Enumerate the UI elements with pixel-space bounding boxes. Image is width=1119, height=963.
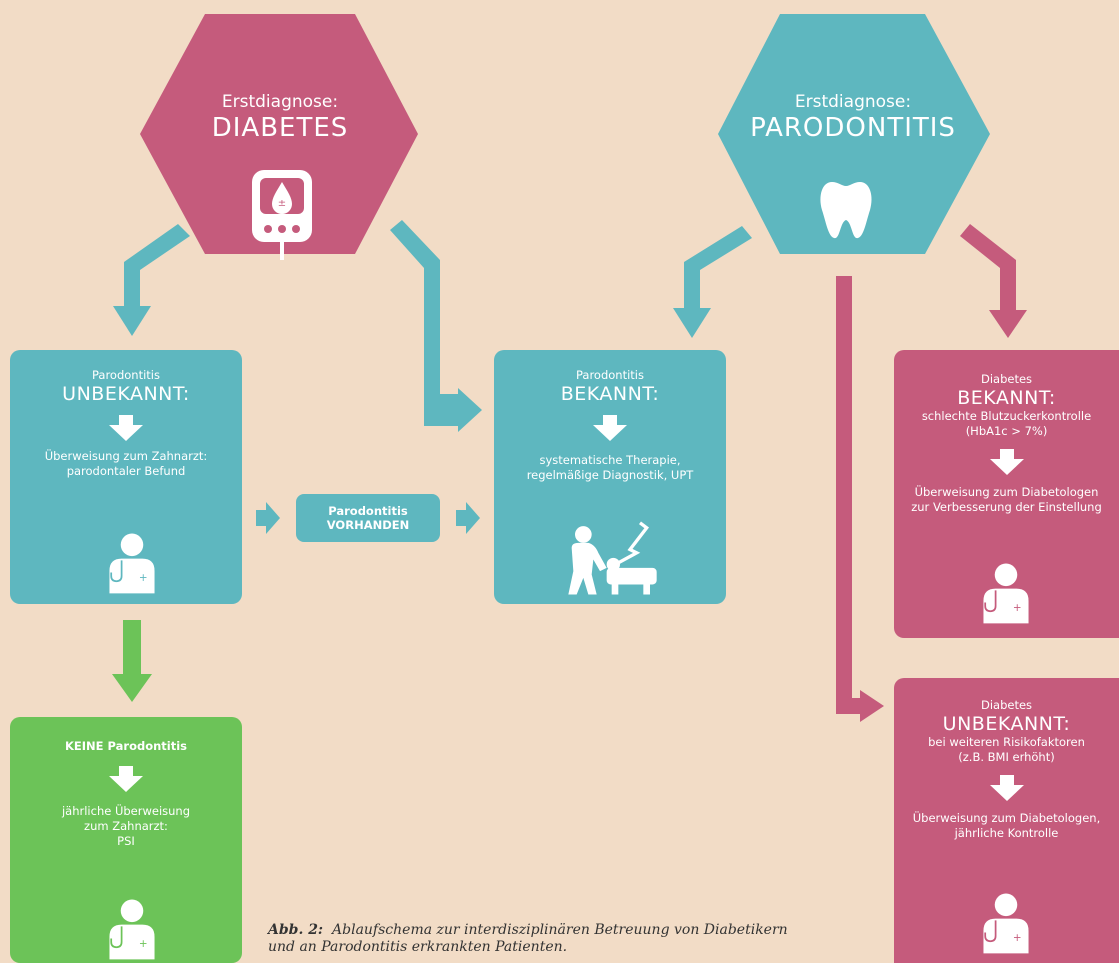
hexagon-diabetes-subtitle: Erstdiagnose:	[221, 92, 339, 112]
box-text-line: (HbA1c > 7%)	[965, 424, 1048, 438]
arrow-vorhanden-to-bekannt	[456, 502, 480, 534]
box-heading-small: Parodontitis	[91, 368, 160, 382]
arrow-unbekannt-to-keine	[112, 620, 152, 702]
arrow-parodontitis-to-bekannt	[673, 226, 752, 338]
box-heading-large: UNBEKANNT:	[942, 713, 1071, 735]
down-arrow-icon	[989, 775, 1024, 801]
hexagon-diabetes-title: DIABETES	[211, 113, 349, 143]
dentist-treatment-icon	[568, 521, 657, 595]
box-text-line: PSI	[117, 834, 135, 848]
pill-parodontitis-vorhanden: Parodontitis VORHANDEN	[296, 494, 440, 542]
caption-text1: Ablaufschema zur interdisziplinären Betr…	[332, 922, 788, 938]
glucose-meter-icon: ±	[252, 170, 312, 260]
box-keine-parodontitis: KEINE Parodontitis jährliche Überweisung…	[10, 717, 242, 963]
svg-text:+: +	[139, 572, 148, 584]
box-heading-large: BEKANNT:	[560, 383, 660, 405]
box-text-line: systematische Therapie,	[539, 453, 681, 467]
pill-line1: Parodontitis	[328, 504, 408, 518]
box-heading-small: Parodontitis	[575, 368, 644, 382]
hexagon-diabetes	[140, 14, 418, 254]
doctor-icon: +	[109, 899, 155, 960]
caption-label: Abb. 2:	[268, 922, 324, 938]
box-text-line: Überweisung zum Diabetologen	[914, 485, 1099, 499]
hexagon-parodontitis-subtitle: Erstdiagnose:	[794, 92, 912, 112]
hexagon-diabetes-text: Erstdiagnose: DIABETES	[180, 92, 380, 144]
doctor-icon: +	[109, 533, 155, 594]
box-diabetes-unbekannt: Diabetes UNBEKANNT: bei weiteren Risikof…	[894, 678, 1119, 963]
box-heading-small: Diabetes	[980, 698, 1033, 712]
box-text-line: jährliche Kontrolle	[954, 826, 1059, 840]
box-heading-bold: KEINE Parodontitis	[64, 739, 188, 753]
down-arrow-icon	[989, 449, 1024, 475]
hexagon-parodontitis-text: Erstdiagnose: PARODONTITIS	[738, 92, 968, 144]
box-text-line: bei weiteren Risikofaktoren	[928, 735, 1085, 749]
tooth-icon	[820, 182, 872, 239]
box-text-line: schlechte Blutzuckerkontrolle	[921, 409, 1092, 423]
box-text-line: Überweisung zum Zahnarzt:	[44, 449, 208, 463]
box-text-line: parodontaler Befund	[66, 464, 186, 478]
box-heading-large: BEKANNT:	[957, 387, 1056, 409]
doctor-icon: +	[983, 563, 1029, 624]
box-text-line: jährliche Überweisung	[61, 804, 191, 818]
figure-caption: Abb. 2: Ablaufschema zur interdisziplinä…	[268, 922, 908, 956]
box-heading-large: UNBEKANNT:	[62, 383, 190, 405]
box-text-line: zur Verbesserung der Einstellung	[911, 500, 1102, 514]
box-heading-small: Diabetes	[980, 372, 1033, 386]
box-text-line: zum Zahnarzt:	[84, 819, 168, 833]
down-arrow-icon	[593, 415, 627, 441]
down-arrow-icon	[109, 415, 143, 441]
caption-line1: Abb. 2: Ablaufschema zur interdisziplinä…	[268, 922, 908, 939]
box-text-line: Überweisung zum Diabetologen,	[912, 811, 1101, 825]
svg-text:+: +	[1013, 932, 1022, 944]
arrow-diabetes-to-bekannt	[390, 220, 482, 432]
arrow-unbekannt-to-vorhanden	[256, 502, 280, 534]
down-arrow-icon	[109, 766, 143, 792]
arrow-parodontitis-to-diab-bekannt	[960, 224, 1027, 338]
caption-text2: und an Parodontitis erkrankten Patienten…	[268, 939, 568, 955]
box-diabetes-bekannt: Diabetes BEKANNT: schlechte Blutzuckerko…	[894, 350, 1119, 638]
pill-line2: VORHANDEN	[326, 518, 410, 532]
arrow-diabetes-to-unbekannt	[113, 224, 190, 336]
hexagon-parodontitis-title: PARODONTITIS	[750, 113, 956, 143]
svg-text:+: +	[139, 938, 148, 950]
doctor-icon: +	[983, 893, 1029, 954]
box-text-line: (z.B. BMI erhöht)	[958, 750, 1055, 764]
box-text-line: regelmäßige Diagnostik, UPT	[526, 468, 694, 482]
box-parodontitis-unbekannt: Parodontitis UNBEKANNT: Überweisung zum …	[10, 350, 242, 604]
arrow-parodontitis-to-diab-unbekannt	[836, 276, 884, 722]
svg-text:+: +	[1013, 602, 1022, 614]
svg-text:±: ±	[278, 198, 286, 209]
hexagon-parodontitis	[718, 14, 990, 254]
box-parodontitis-bekannt: Parodontitis BEKANNT: systematische Ther…	[494, 350, 726, 604]
